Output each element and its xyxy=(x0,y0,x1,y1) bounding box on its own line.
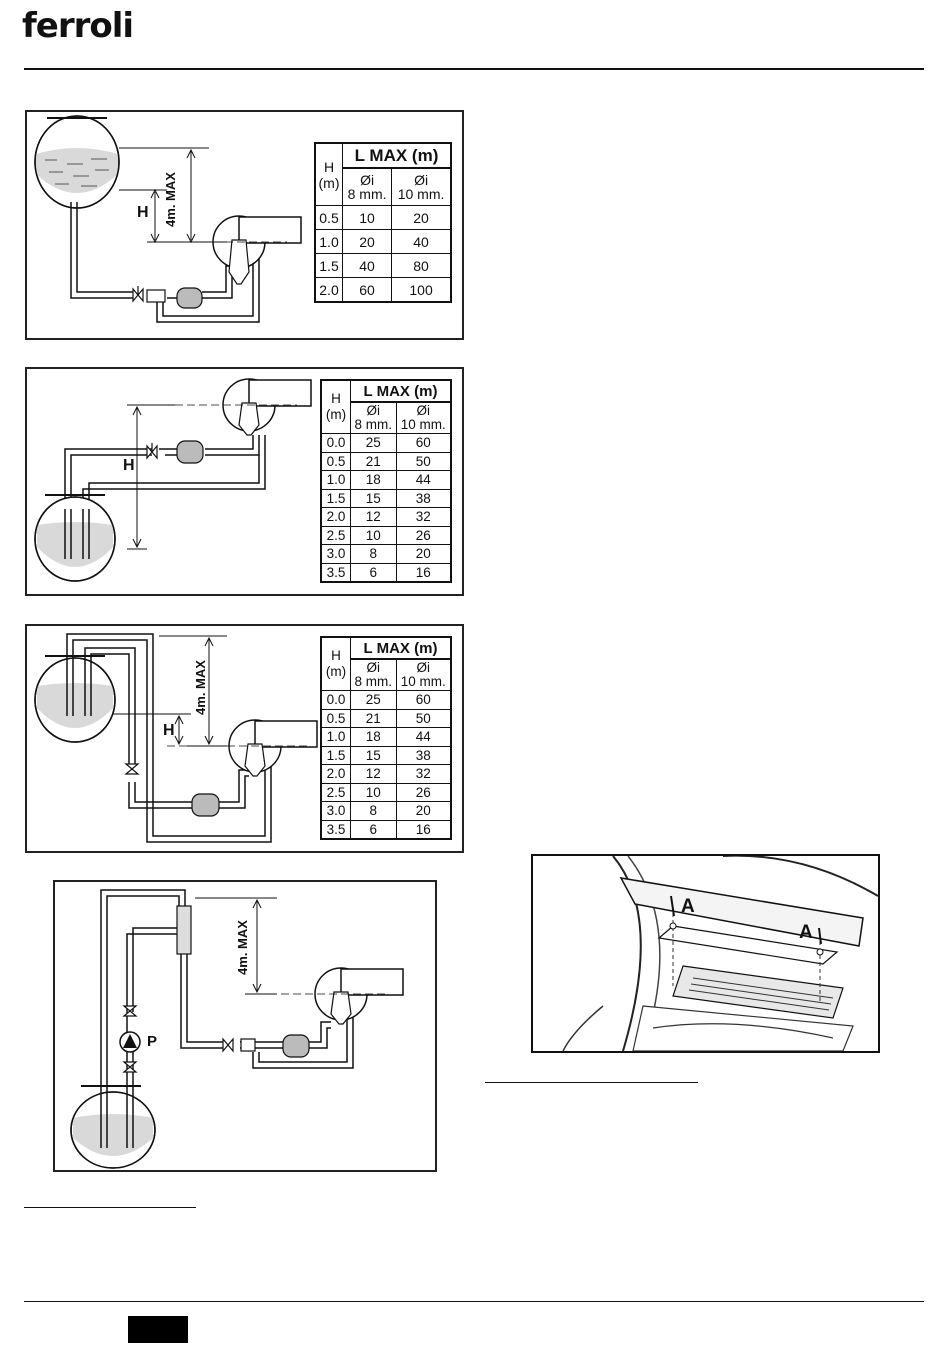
h-label: H xyxy=(123,457,135,474)
burner-cover-photo: A A xyxy=(531,854,880,1053)
h-label: H xyxy=(137,204,149,221)
page-number-box xyxy=(128,1316,188,1343)
burner-cover-illustration xyxy=(533,856,878,1051)
h-column-header: H(m) xyxy=(320,636,351,691)
pump-feed-scheme xyxy=(70,889,404,1169)
callout-a-right: A xyxy=(799,922,813,943)
max-height-label: 4m. MAX xyxy=(234,920,250,975)
h-label: H xyxy=(163,722,175,739)
suction-lift-scheme xyxy=(34,378,312,582)
header-rule xyxy=(24,68,924,70)
section-rule-left xyxy=(24,1207,196,1208)
table-title: L MAX (m) xyxy=(350,379,452,403)
table-title: L MAX (m) xyxy=(342,142,452,169)
siphon-feed-scheme xyxy=(34,633,318,843)
table-title: L MAX (m) xyxy=(350,636,452,660)
diagram-pump-feed: 4m. MAX P xyxy=(53,880,437,1172)
footer-rule xyxy=(24,1301,924,1302)
max-height-label: 4m. MAX xyxy=(192,660,208,715)
section-rule-right xyxy=(485,1082,698,1083)
h-column-header: H(m) xyxy=(314,142,343,206)
h-column-header: H(m) xyxy=(320,379,351,434)
max-height-label: 4m. MAX xyxy=(162,172,178,227)
pump-label: P xyxy=(147,1033,158,1050)
gravity-feed-scheme xyxy=(34,115,302,323)
callout-a-left: A xyxy=(681,896,695,917)
brand-logo: ferroli xyxy=(22,6,134,46)
